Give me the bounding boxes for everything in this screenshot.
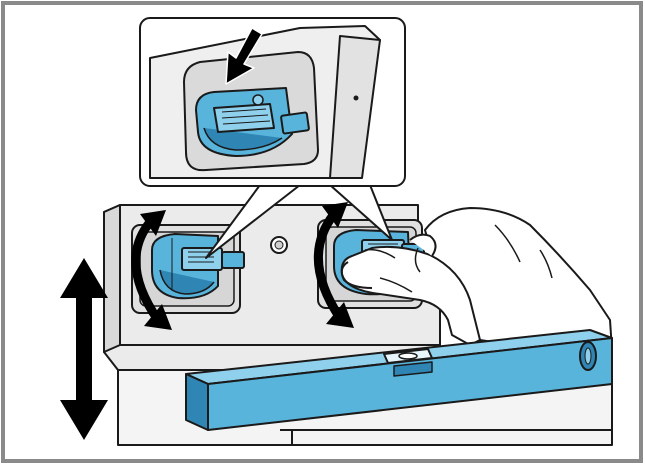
- zoom-callout: [139, 17, 406, 259]
- hand: [340, 207, 613, 353]
- rotate-arrow-icon-right: [313, 202, 354, 328]
- rotate-arrow-icon-left: [131, 210, 172, 330]
- down-arrow-icon: [225, 27, 263, 85]
- vertical-double-arrow-icon: [60, 258, 108, 440]
- spirit-level: [185, 329, 613, 431]
